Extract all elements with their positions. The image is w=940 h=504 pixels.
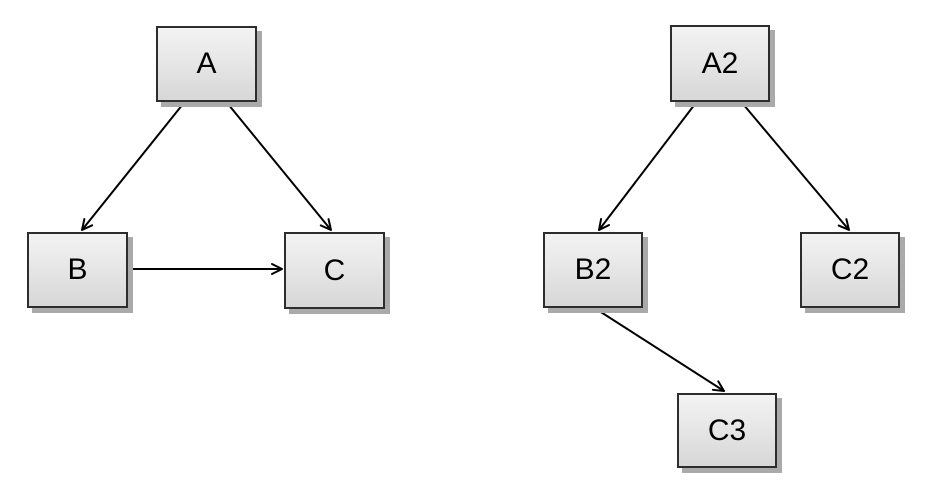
node-label-C: C [323, 253, 346, 287]
node-label-A2: A2 [701, 46, 739, 80]
node-label-B2: B2 [574, 253, 612, 286]
node-label-C2: C2 [830, 253, 870, 286]
node-label-B: B [67, 253, 88, 286]
edge-B2-to-C3 [592, 306, 725, 392]
node-label-C3: C3 [707, 413, 747, 447]
node-B2[interactable]: B2 [543, 232, 643, 308]
node-C2[interactable]: C2 [800, 232, 900, 308]
edge-A2-to-C2 [742, 103, 850, 231]
node-C[interactable]: C [284, 232, 385, 309]
node-label-A: A [196, 47, 217, 80]
edge-A2-to-B2 [598, 103, 696, 231]
edge-A-to-B [81, 103, 184, 231]
node-A2[interactable]: A2 [670, 25, 770, 102]
node-C3[interactable]: C3 [677, 393, 777, 468]
node-A[interactable]: A [156, 26, 257, 102]
edge-A-to-C [227, 103, 332, 231]
node-B[interactable]: B [27, 232, 128, 308]
